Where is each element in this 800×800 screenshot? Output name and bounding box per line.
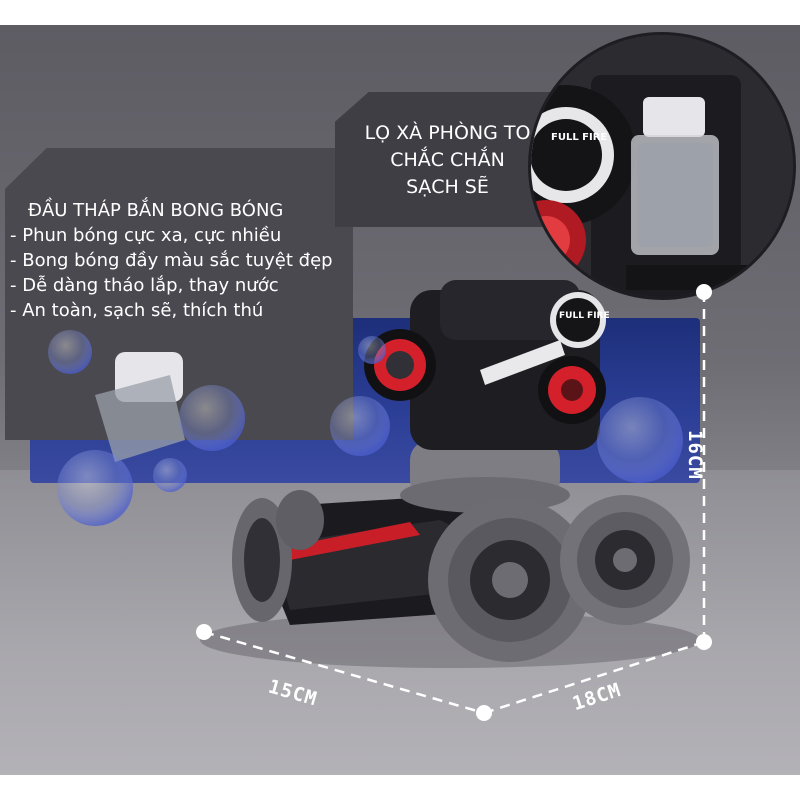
dimension-lines [203, 292, 706, 715]
feature-list: ĐẦU THÁP BẮN BONG BÓNG - Phun bóng cực x… [10, 198, 350, 323]
soap-bottle-label: LỌ XÀ PHÒNG TO CHẮC CHẮN SẠCH SẼ [340, 120, 555, 201]
soap-label-panel [335, 92, 560, 227]
dimension-point [196, 624, 212, 640]
wheel-front-right [560, 495, 690, 625]
feature-item: - An toàn, sạch sẽ, thích thú [10, 300, 264, 321]
soap-label-line: SẠCH SẼ [406, 176, 489, 198]
height-dimension-label: 16CM [684, 430, 706, 480]
soap-label-line: LỌ XÀ PHÒNG TO [364, 122, 531, 144]
feature-item: - Dễ dàng tháo lắp, thay nước [10, 275, 279, 296]
turret-badge-text: FULL FIRE [559, 311, 610, 321]
soap-label-line: CHẮC CHẮN [390, 149, 505, 171]
dimension-point [696, 634, 712, 650]
feature-title: ĐẦU THÁP BẮN BONG BÓNG [28, 200, 284, 221]
feature-item: - Phun bóng cực xa, cực nhiều [10, 225, 282, 246]
soap-bottle-zoom-inset: FULL FIRE [528, 32, 796, 300]
wheel-rear-right [276, 490, 324, 550]
dimension-point [476, 705, 492, 721]
feature-item: - Bong bóng đầy màu sắc tuyệt đẹp [10, 250, 333, 271]
wheel-rear-left [232, 498, 292, 622]
wheel-front-left [428, 498, 592, 662]
dimension-point [696, 284, 712, 300]
soap-bottle [95, 352, 185, 462]
zoom-badge-text: FULL FIRE [551, 132, 607, 143]
